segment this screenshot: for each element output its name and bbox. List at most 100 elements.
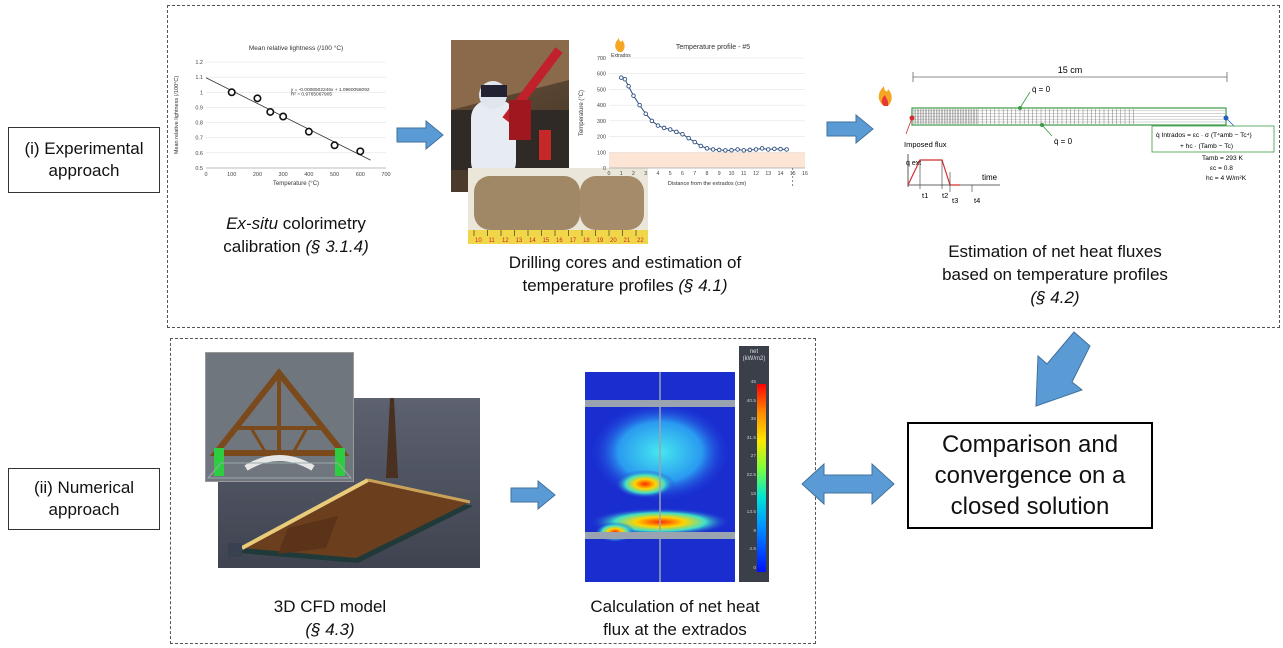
ruler-number: 12 [502, 238, 509, 244]
right-arrow-icon [826, 114, 874, 144]
imposed-flux-label: Imposed flux [904, 140, 947, 149]
data-point [622, 76, 628, 82]
roof-truss-illustration [206, 353, 353, 481]
x-tick-label: 12 [753, 171, 759, 177]
equation-line-2: + hc · (Tamb − Tc) [1180, 143, 1233, 150]
colorbar-tick-label: 18 [750, 491, 756, 497]
t2-label: t2 [942, 191, 948, 200]
colorbar-tick-label: 31.5 [746, 435, 756, 441]
data-point [661, 125, 667, 131]
colorbar-tick-label: 40.5 [746, 398, 756, 404]
data-point [698, 143, 704, 149]
data-point [753, 147, 759, 152]
x-tick-label: 6 [681, 171, 684, 177]
data-point [667, 127, 673, 132]
data-point [253, 94, 262, 103]
data-point [759, 146, 765, 151]
intrados-equation-box [1151, 125, 1275, 153]
data-point [704, 146, 710, 151]
data-point [643, 111, 648, 117]
x-tick-label: 200 [253, 172, 262, 178]
y-tick-label: 1 [200, 90, 203, 96]
equation-line-4: εc = 0.8 [1210, 165, 1233, 172]
ruler-number: 21 [624, 238, 631, 244]
colorbar-tick-label: 4.5 [749, 547, 756, 553]
y-tick-label: 700 [597, 56, 606, 62]
x-tick-label: 600 [356, 172, 365, 178]
y-tick-label: 0.7 [195, 136, 203, 142]
ruler-number: 18 [583, 238, 590, 244]
y-tick-label: 0.8 [195, 121, 203, 127]
y-axis-label: Temperature (°C) [579, 90, 585, 136]
heat-flux-model-diagram: 15 cm q̇ = 0 q̇ = 0 Imposed flux q̇ ext … [878, 65, 1275, 205]
netflux-caption: Calculation of net heat flux at the extr… [590, 597, 760, 639]
x-tick-label: 3 [644, 171, 647, 177]
x-tick-label: 0 [204, 172, 207, 178]
width-label: 15 cm [1058, 65, 1083, 75]
y-tick-label: 0.9 [195, 105, 203, 111]
colorbar-unit-line1: net [749, 349, 759, 355]
y-axis-label: Mean relative lightness (/100°C) [174, 76, 180, 154]
data-point [784, 147, 789, 152]
data-point [637, 102, 642, 108]
colorbar-tick-label: 36 [750, 417, 756, 423]
data-point [747, 147, 753, 153]
right-arrow-icon [510, 480, 556, 510]
colorbar-gradient [757, 384, 766, 572]
colorbar-tick-label: 13.5 [746, 510, 756, 516]
y-tick-label: 600 [597, 72, 606, 78]
data-point [765, 147, 771, 152]
colorbar-tick-label: 9 [753, 528, 756, 534]
y-tick-label: 0 [603, 166, 606, 172]
fire-icon [878, 86, 892, 106]
data-point [716, 147, 722, 153]
x-tick-label: 300 [279, 172, 288, 178]
ruler-number: 11 [489, 238, 496, 244]
data-point [772, 146, 777, 152]
data-point [266, 107, 275, 116]
data-point [692, 139, 697, 145]
x-tick-label: 100 [227, 172, 236, 178]
data-point [626, 84, 631, 89]
ruler-number: 13 [516, 238, 523, 244]
equation-line-1: q̇ Intrados = εc · σ (T⁴amb − Tc⁴) [1156, 132, 1252, 139]
data-point [680, 131, 685, 137]
colorbar-tick-label: 45 [750, 380, 756, 385]
x-tick-label: 2 [632, 171, 635, 177]
data-point [778, 146, 783, 152]
data-point [304, 127, 313, 136]
x-axis-label: Temperature (°C) [273, 181, 319, 187]
x-tick-label: 14 [778, 171, 784, 177]
cathedral-roof-model [228, 398, 473, 563]
ruler-number: 17 [570, 238, 577, 244]
chart-title: Temperature profile - #5 [676, 44, 750, 51]
data-point [710, 147, 716, 152]
x-tick-label: 4 [657, 171, 660, 177]
q-top-label: q̇ = 0 [1032, 85, 1051, 94]
equation-line-3: Tamb = 293 K [1202, 155, 1243, 162]
fluxes-caption: Estimation of net heat fluxes based on t… [942, 242, 1168, 307]
ruler-number: 14 [529, 238, 536, 244]
ambient-band [609, 152, 805, 168]
t4-label: t4 [974, 196, 980, 205]
fire-icon [615, 38, 625, 52]
data-point [279, 112, 288, 121]
data-point [735, 147, 740, 152]
extrados-annotation: Extrados [611, 53, 631, 59]
experimental-approach-label: (i) Experimental approach [8, 127, 160, 193]
data-point [723, 148, 728, 153]
heatmap-field [585, 372, 735, 582]
y-tick-label: 0.5 [195, 166, 203, 172]
time-label: time [982, 173, 998, 182]
roof-truss-inset [205, 352, 354, 482]
data-point [356, 147, 365, 156]
x-tick-label: 700 [381, 172, 390, 178]
data-point [729, 147, 734, 153]
colorbar-unit-line2: (kW/m2) [742, 356, 766, 362]
y-tick-label: 300 [597, 119, 606, 125]
y-tick-label: 400 [597, 103, 606, 109]
cfd-caption: 3D CFD model (§ 4.3) [273, 597, 387, 639]
